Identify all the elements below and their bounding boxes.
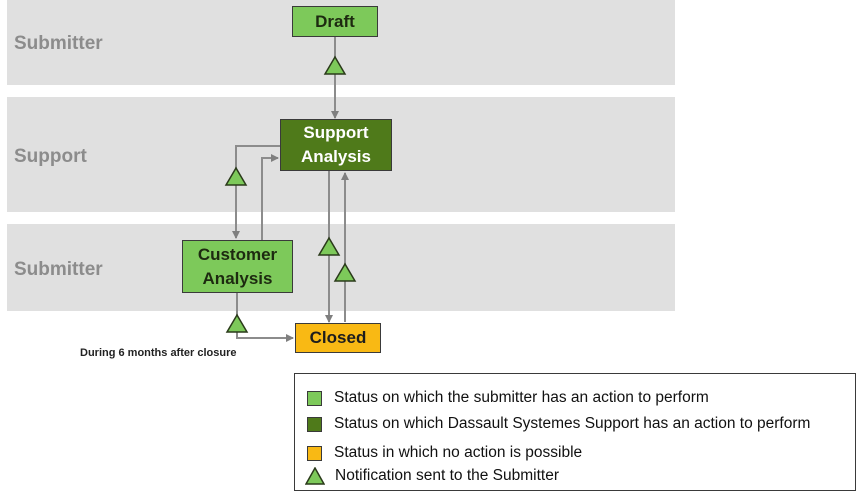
- lane-submitter-bottom: [7, 224, 675, 311]
- state-customer-analysis: Customer Analysis: [182, 240, 293, 293]
- edge-support-to-customer: [232, 145, 280, 239]
- legend-text: Status on which the submitter has an act…: [334, 389, 709, 406]
- edge-customer-to-support: [261, 154, 279, 240]
- state-closed: Closed: [295, 323, 381, 353]
- state-support-analysis: Support Analysis: [280, 119, 392, 171]
- state-draft-label: Draft: [315, 11, 355, 31]
- legend-item-submitter-action: Status on which the submitter has an act…: [307, 389, 709, 407]
- notification-triangle-icon: [317, 236, 341, 256]
- state-closed-label: Closed: [309, 328, 367, 347]
- state-support-analysis-label: Support Analysis: [301, 123, 371, 166]
- legend-item-no-action: Status in which no action is possible: [307, 444, 582, 462]
- edge-customer-to-closed: [236, 293, 294, 342]
- lane-label-submitter-bottom: Submitter: [14, 259, 103, 280]
- notification-triangle-icon: [305, 467, 325, 485]
- legend-item-support-action: Status on which Dassault Systemes Suppor…: [307, 415, 810, 433]
- legend-text: Status on which Dassault Systemes Suppor…: [334, 415, 811, 432]
- notification-triangle-icon: [323, 55, 347, 75]
- state-customer-analysis-label: Customer Analysis: [197, 244, 278, 288]
- lane-label-support: Support: [14, 146, 87, 167]
- notification-triangle-icon: [225, 313, 249, 333]
- legend-text: Notification sent to the Submitter: [335, 467, 560, 484]
- legend-swatch-submitter: [307, 390, 322, 406]
- legend-item-notification: Notification sent to the Submitter: [305, 467, 559, 485]
- lane-label-submitter-top: Submitter: [14, 33, 103, 54]
- legend: Status on which the submitter has an act…: [294, 373, 856, 491]
- notification-triangle-icon: [333, 262, 357, 282]
- closure-note: During 6 months after closure: [80, 347, 237, 359]
- legend-swatch-support: [307, 416, 322, 432]
- legend-swatch-no-action: [307, 445, 322, 461]
- notification-triangle-icon: [224, 166, 248, 186]
- state-draft: Draft: [292, 6, 378, 37]
- legend-text: Status in which no action is possible: [334, 444, 583, 461]
